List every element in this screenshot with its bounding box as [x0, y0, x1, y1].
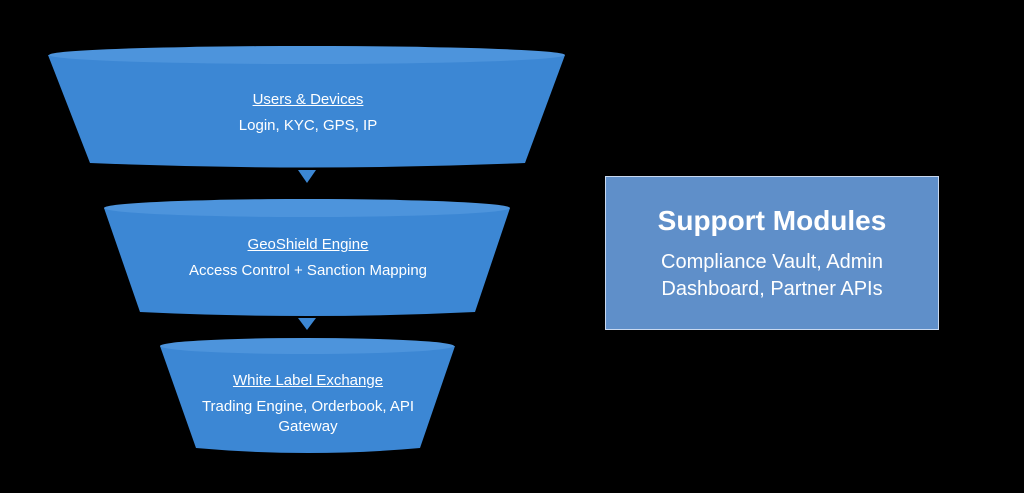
funnel-stage-2-rim	[104, 199, 510, 217]
funnel-stage-1-text: Users & Devices Login, KYC, GPS, IP	[0, 91, 616, 136]
stage-3-title: White Label Exchange	[232, 372, 384, 389]
stage-1-description: Login, KYC, GPS, IP	[238, 117, 378, 134]
funnel-stage-3-shape	[160, 341, 455, 453]
stage-2-title: GeoShield Engine	[247, 236, 369, 253]
support-modules-box: Support Modules Compliance Vault, Admin …	[605, 176, 939, 330]
support-modules-title: Support Modules	[657, 205, 887, 236]
connector-arrow-2	[298, 318, 316, 330]
funnel-stage-3-text: White Label Exchange Trading Engine, Ord…	[0, 372, 616, 438]
funnel-stage-1-rim	[49, 46, 565, 64]
funnel-stage-3-rim	[160, 338, 454, 354]
funnel-stage-1-shape	[48, 48, 565, 168]
funnel-stage-2-shape	[104, 202, 510, 316]
stage-3-description: Trading Engine, Orderbook, API Gateway	[201, 398, 415, 436]
stage-1-title: Users & Devices	[252, 91, 364, 108]
connector-arrow-1	[298, 170, 316, 183]
support-modules-description: Compliance Vault, Admin Dashboard, Partn…	[661, 251, 883, 300]
stage-2-description: Access Control + Sanction Mapping	[188, 262, 428, 279]
funnel-stage-2-text: GeoShield Engine Access Control + Sancti…	[0, 236, 616, 281]
